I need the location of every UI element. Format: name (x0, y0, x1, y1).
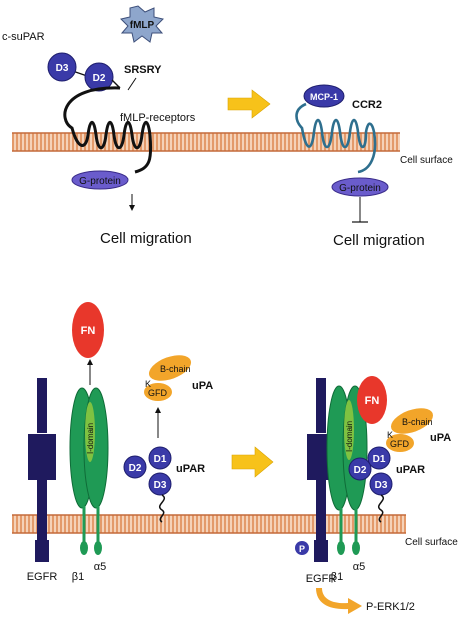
d2-left-label: D2 (129, 463, 142, 474)
egfr-left (28, 378, 56, 562)
fn-right (357, 376, 387, 424)
idomain-left-label: I-domain (86, 423, 95, 454)
g-protein-left-label: G-protein (79, 176, 121, 187)
phospho-p (295, 541, 309, 555)
beta1-left-label: β1 (72, 571, 84, 583)
upa-left (144, 355, 192, 401)
upar-left-d3 (148, 472, 172, 496)
c-supar-label: c-suPAR (2, 31, 45, 43)
fn-left (72, 302, 104, 358)
top-d2-label: D2 (93, 73, 106, 84)
perk-arrow (316, 588, 362, 614)
d1-left-label: D1 (154, 454, 167, 465)
mcp1-label: MCP-1 (310, 92, 338, 102)
bchain-right-label: B-chain (402, 417, 433, 427)
upar-left-d2 (123, 455, 147, 479)
bottom-membrane (12, 514, 406, 534)
cell-migration-left: Cell migration (100, 230, 192, 247)
top-d3-domain (47, 52, 77, 82)
alpha5-right-label: α5 (353, 561, 365, 573)
bchain-left-label: B-chain (160, 364, 191, 374)
d3-right-label: D3 (375, 480, 388, 491)
top-cell-surface-label: Cell surface (400, 155, 453, 166)
fmlp-label: fMLP (130, 20, 155, 31)
perk-label: P-ERK1/2 (366, 601, 415, 613)
idomain-right-label: I-domain (345, 421, 354, 452)
egfr-right-label: EGFR (306, 573, 337, 585)
ccr2-receptor (295, 102, 377, 174)
upar-right-label: uPAR (396, 464, 425, 476)
g-protein-right-label: G-protein (339, 183, 381, 194)
beta1-right-label: β1 (331, 571, 343, 583)
upar-right-d2 (348, 457, 372, 481)
g-protein-left (71, 170, 129, 190)
k-left-label: K (145, 379, 151, 389)
upar-left-label: uPAR (176, 463, 205, 475)
d3-left-label: D3 (154, 480, 167, 491)
d2-right-label: D2 (354, 465, 367, 476)
fn-right-label: FN (365, 395, 380, 407)
cell-migration-right: Cell migration (333, 232, 425, 249)
upa-right-label: uPA (430, 432, 451, 444)
fmlp-receptor (63, 86, 153, 174)
g-protein-right (331, 177, 389, 197)
bottom-cell-surface-label: Cell surface (405, 537, 458, 548)
k-right-label: K (387, 430, 393, 440)
fmlp-ligand: fMLP (120, 5, 164, 43)
upa-left-label: uPA (192, 380, 213, 392)
srsry-label: SRSRY (124, 64, 162, 76)
gfd-right-label: GFD (390, 439, 409, 449)
top-d3-label: D3 (56, 63, 69, 74)
upa-right (386, 408, 434, 452)
ccr2-label: CCR2 (352, 99, 382, 111)
alpha5-left-label: α5 (94, 561, 106, 573)
d1-right-label: D1 (373, 454, 386, 465)
fmlp-receptors-label: fMLP-receptors (120, 112, 196, 124)
upar-right-d1 (367, 446, 391, 470)
fn-left-label: FN (81, 325, 96, 337)
egfr-left-label: EGFR (27, 571, 58, 583)
gfd-left-label: GFD (148, 388, 167, 398)
integrin-left (69, 387, 109, 555)
bottom-transition-arrow (231, 446, 274, 478)
upar-left-d1 (148, 446, 172, 470)
p-label: P (299, 544, 305, 554)
top-d2-domain (84, 62, 114, 92)
mcp1-ligand (303, 84, 345, 108)
top-transition-arrow (227, 89, 271, 119)
